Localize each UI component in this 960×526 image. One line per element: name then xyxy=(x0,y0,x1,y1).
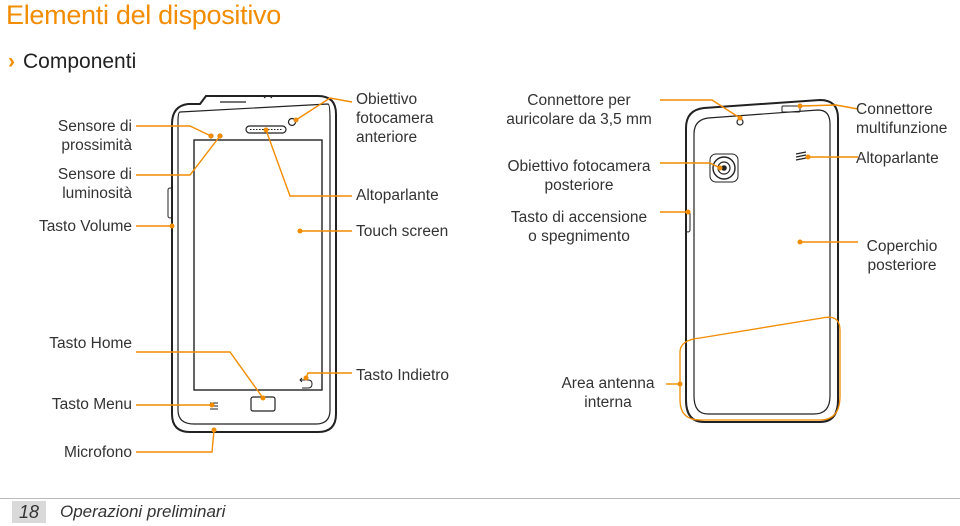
label-microphone: Microfono xyxy=(63,444,132,461)
rear-phone xyxy=(685,98,839,423)
label-touch-screen: Touch screen xyxy=(356,223,449,240)
label-proximity-sensor: Sensore di prossimità xyxy=(57,118,132,154)
chevron-right-icon: › xyxy=(8,50,15,73)
label-back-cover: Coperchio posteriore xyxy=(866,238,938,274)
page-number: 18 xyxy=(12,501,46,523)
label-back-key: Tasto Indietro xyxy=(356,367,450,384)
footer-section-title: Operazioni preliminari xyxy=(60,502,226,521)
section-heading: › Componenti xyxy=(8,50,136,74)
label-light-sensor: Sensore di luminosità xyxy=(57,166,132,202)
footer-divider xyxy=(0,498,960,499)
label-antenna: Area antenna interna xyxy=(561,375,655,411)
callout-dots xyxy=(169,103,811,433)
label-volume-key: Tasto Volume xyxy=(38,218,132,235)
label-rear-camera: Obiettivo fotocamera posteriore xyxy=(507,158,651,194)
label-headset-jack: Connettore per auricolare da 3,5 mm xyxy=(506,92,652,128)
callouts xyxy=(136,97,859,453)
label-multifunction-jack: Connettore multifunzione xyxy=(856,101,948,137)
label-menu-key: Tasto Menu xyxy=(51,396,132,413)
label-home-key: Tasto Home xyxy=(49,335,132,352)
page-title: Elementi del dispositivo xyxy=(6,0,281,30)
label-front-camera: Obiettivo fotocamera anteriore xyxy=(356,91,434,146)
section-title: Componenti xyxy=(23,50,137,73)
label-front-speaker: Altoparlante xyxy=(356,187,439,204)
label-power-key: Tasto di accensione o spegnimento xyxy=(510,209,648,245)
label-rear-speaker: Altoparlante xyxy=(856,150,939,167)
